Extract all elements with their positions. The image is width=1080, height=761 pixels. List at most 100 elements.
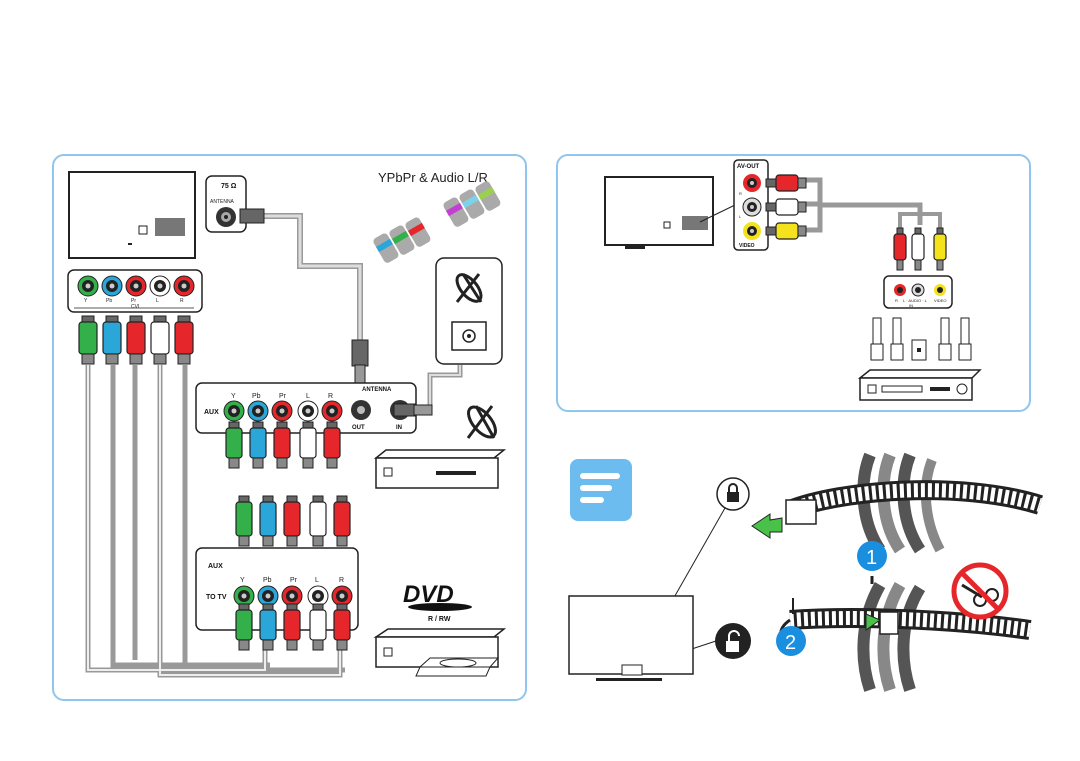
tv-back [68,171,196,259]
svg-text:R: R [895,298,898,303]
tv-back-small [604,176,714,249]
svg-text:ANTENNA: ANTENNA [210,199,235,205]
svg-text:TO TV: TO TV [206,594,227,601]
svg-text:OUT: OUT [352,425,365,431]
rx-port-label-r: R [328,393,333,400]
tv-port-label-r: R [180,298,184,304]
tv-jack-3 [149,275,171,297]
dvd-port-label-pb: Pb [263,577,272,584]
rx-jack-4 [321,400,343,422]
home-theater-speakers [870,317,972,361]
svg-text:ANTENNA: ANTENNA [362,387,392,393]
sys-plug-0 [893,227,907,271]
rx-plug-1 [249,421,267,469]
mid-plug-4 [333,495,351,547]
mid-plug-0 [235,495,253,547]
svg-text:L · AUDIO · L: L · AUDIO · L [903,298,928,303]
svg-text:AV-OUT: AV-OUT [737,164,760,170]
tv-jack-0 [77,275,99,297]
arrow-icon [751,513,783,539]
step-1-badge: 1 [857,541,887,571]
dvd-port-label-r: R [339,577,344,584]
satellite-dish-icon [455,273,483,303]
svg-text:VIDEO: VIDEO [739,243,755,249]
satellite-dish-icon [466,405,497,439]
rx-port-label-y: Y [231,393,236,400]
rx-plug-2 [273,421,291,469]
svg-text:AUX: AUX [204,409,219,416]
svg-text:1: 1 [866,547,877,569]
dvd-plug-0 [235,603,253,651]
svg-text:75 Ω: 75 Ω [221,183,237,190]
dvd-plug-3 [309,603,327,651]
svg-text:IN: IN [396,425,402,431]
tv-plug-1 [102,315,122,365]
tv-plug-3 [150,315,170,365]
dvd-jack-4 [331,585,353,607]
plug-group-audio [443,181,501,227]
tv-jack-2 [125,275,147,297]
rx-port-label-pr: Pr [279,393,287,400]
svg-text:R: R [739,191,742,196]
dvd-port-label-y: Y [240,577,245,584]
tv-port-label-pb: Pb [106,298,112,304]
mid-plug-2 [283,495,301,547]
dvd-jack-2 [281,585,303,607]
tv-plug-2 [126,315,146,365]
tv-port-label-l: L [156,298,159,304]
mid-plug-3 [309,495,327,547]
dvd-port-label-pr: Pr [290,577,298,584]
tv-front [568,595,694,681]
system-jacks: R L · AUDIO · L VIDEO IN [883,275,953,309]
svg-text:L: L [739,214,742,219]
step-2-badge: 2 [776,626,806,656]
svg-text:AUX: AUX [208,563,223,570]
dvd-logo: DVD R / RW [403,581,472,623]
dvd-plug-4 [333,603,351,651]
left-heading: YPbPr & Audio L/R [378,170,488,185]
dvd-jack-1 [257,585,279,607]
set-top-box [373,449,507,489]
tv-plug-0 [78,315,98,365]
mid-plug-1 [259,495,277,547]
svg-text:VIDEO: VIDEO [934,298,946,303]
wall-antenna-icon [451,321,487,351]
rx-port-label-pb: Pb [252,393,261,400]
cable-bundle-bottom [779,582,1032,692]
tv-antenna-jack: 75 Ω ANTENNA [205,175,247,233]
antenna-sources-box [435,257,503,365]
rx-jack-3 [297,400,319,422]
rx-jack-2 [271,400,293,422]
svg-text:2: 2 [785,632,796,654]
rx-plug-0 [225,421,243,469]
rx-jack-0 [223,400,245,422]
av-plug-2 [765,222,807,240]
rx-port-label-l: L [306,393,310,400]
svg-text:R / RW: R / RW [428,616,451,623]
notes-icon [570,459,632,521]
av-receiver [857,369,982,401]
unlock-icon [715,623,751,659]
plug-group-rgb [373,217,431,263]
dvd-recorder [373,628,507,677]
tv-port-label-pr: Pr [131,298,136,304]
dvd-plug-2 [283,603,301,651]
lock-icon [716,477,750,511]
rx-plug-3 [299,421,317,469]
tv-plug-4 [174,315,194,365]
tv-jack-1 [101,275,123,297]
tv-jack-4 [173,275,195,297]
tv-port-label-y: Y [84,298,88,304]
no-scissors-icon [951,562,1009,620]
av-out-jacks: AV-OUT R L VIDEO [733,159,769,251]
tv-component-jacks: CVI [67,269,203,313]
rx-plug-4 [323,421,341,469]
sys-plug-2 [933,227,947,271]
av-plug-0 [765,174,807,192]
cable-bundle-top [785,452,1043,554]
sys-plug-1 [911,227,925,271]
dvd-plug-1 [259,603,277,651]
svg-text:CVI: CVI [131,304,139,310]
